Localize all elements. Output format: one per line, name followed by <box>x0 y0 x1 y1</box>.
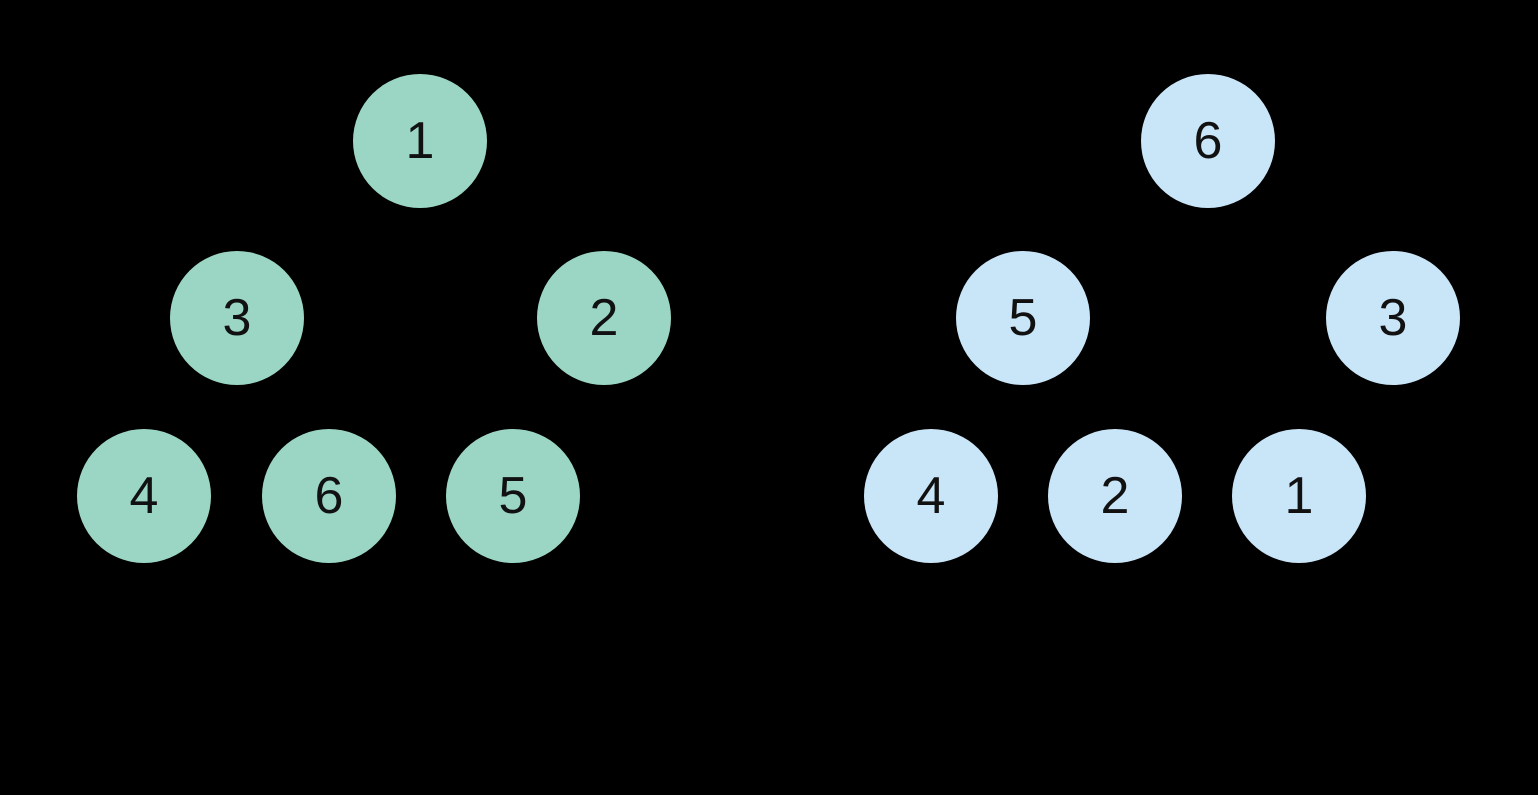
right-tree-node-3: 3 <box>1326 251 1460 385</box>
right-tree-node-5: 5 <box>956 251 1090 385</box>
node-label: 4 <box>916 467 946 525</box>
node-label: 4 <box>129 467 159 525</box>
node-label: 1 <box>1284 467 1314 525</box>
left-tree-node-6: 6 <box>262 429 396 563</box>
left-tree-node-4: 4 <box>77 429 211 563</box>
node-label: 5 <box>498 467 528 525</box>
node-label: 5 <box>1008 289 1038 347</box>
right-tree-node-4: 4 <box>864 429 998 563</box>
left-tree-node-5: 5 <box>446 429 580 563</box>
right-tree-node-6: 6 <box>1141 74 1275 208</box>
left-tree-node-1: 1 <box>353 74 487 208</box>
right-tree-node-1: 1 <box>1232 429 1366 563</box>
right-tree-node-2: 2 <box>1048 429 1182 563</box>
node-label: 1 <box>405 112 435 170</box>
left-tree-node-3: 3 <box>170 251 304 385</box>
node-label: 6 <box>314 467 344 525</box>
node-label: 2 <box>589 289 619 347</box>
node-label: 6 <box>1193 112 1223 170</box>
node-label: 3 <box>222 289 252 347</box>
node-label: 2 <box>1100 467 1130 525</box>
node-label: 3 <box>1378 289 1408 347</box>
left-tree-node-2: 2 <box>537 251 671 385</box>
